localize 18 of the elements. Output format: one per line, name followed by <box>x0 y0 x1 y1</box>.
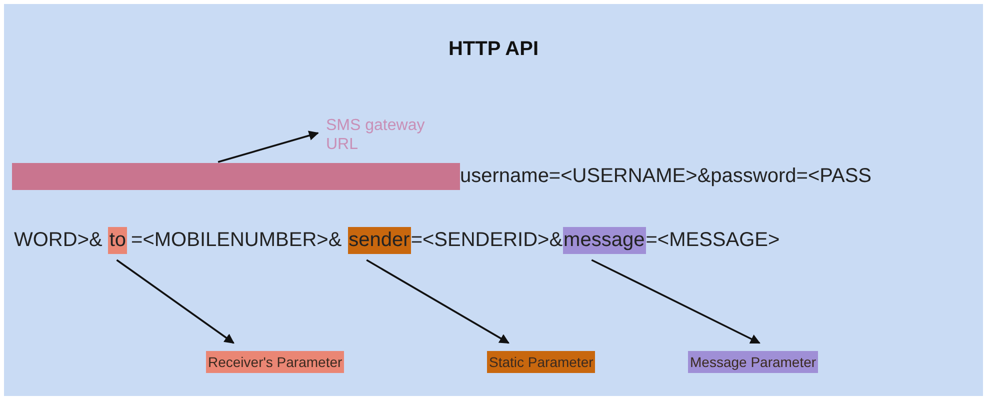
url-text: =<MOBILENUMBER>& <box>131 229 342 252</box>
arrow <box>116 259 234 344</box>
callout-text: SMS gateway URL <box>324 113 458 158</box>
parameter-highlight: message <box>562 227 646 254</box>
url-text: username=<USERNAME>&password=<PASS <box>460 165 872 188</box>
arrow <box>366 259 510 344</box>
arrow <box>218 130 319 163</box>
parameter-tag: Message Parameter <box>688 351 818 373</box>
url-text: WORD>& <box>14 229 102 252</box>
url-text: =<SENDERID>& <box>410 229 563 252</box>
parameter-tag: Receiver's Parameter <box>206 351 344 373</box>
arrow <box>591 259 760 344</box>
diagram-title: HTTP API <box>447 38 540 61</box>
parameter-highlight: sender <box>348 227 411 254</box>
parameter-highlight: to <box>108 227 128 254</box>
url-text: =<MESSAGE> <box>646 229 780 252</box>
highlight-bar <box>12 163 460 190</box>
parameter-tag: Static Parameter <box>487 351 596 373</box>
